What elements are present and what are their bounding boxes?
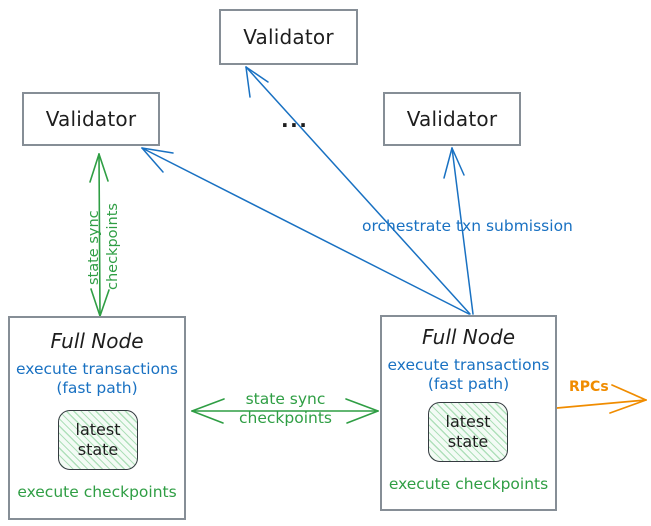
fullnode-right-blue-line-2: (fast path)	[427, 375, 510, 393]
fullnode-right-green-line: execute checkpoints	[388, 475, 549, 493]
fullnode-right-latest-state[interactable]: latest state	[428, 402, 508, 462]
latest-state-line-1: latest	[445, 412, 491, 431]
fullnode-right-blue-line-1: execute transactions	[387, 356, 550, 374]
orchestrate-txn-submission-label: orchestrate txn submission	[362, 217, 573, 235]
state-sync-horizontal-line-1: state sync	[245, 390, 326, 408]
state-sync-vertical-label-line-1: state sync	[86, 210, 102, 285]
fullnode-left-title: Full Node	[50, 329, 144, 353]
validators-ellipsis: ...	[281, 108, 309, 132]
validator-top-label: Validator	[243, 25, 334, 49]
fullnode-left-latest-state[interactable]: latest state	[58, 410, 138, 470]
fullnode-left-box[interactable]: Full Node execute transactions (fast pat…	[8, 316, 186, 520]
fullnode-left-blue-line-1: execute transactions	[15, 360, 179, 378]
fullnode-right-title: Full Node	[421, 325, 516, 349]
state-sync-horizontal-label: state sync checkpoints	[228, 390, 343, 428]
validator-right-label: Validator	[406, 107, 498, 131]
latest-state-line-2: state	[77, 440, 119, 459]
latest-state-line-2: state	[447, 432, 489, 451]
state-sync-horizontal-line-2: checkpoints	[239, 409, 332, 427]
fullnode-right-box[interactable]: Full Node execute transactions (fast pat…	[380, 315, 557, 511]
state-sync-vertical-label-line-2: checkpoints	[105, 203, 121, 290]
validator-right-box[interactable]: Validator	[383, 92, 521, 146]
rpcs-label: RPCs	[569, 379, 609, 395]
latest-state-line-1: latest	[75, 420, 121, 439]
validator-left-box[interactable]: Validator	[22, 92, 160, 146]
fullnode-left-blue-line-2: (fast path)	[56, 379, 138, 397]
validator-top-box[interactable]: Validator	[219, 9, 358, 65]
validator-left-label: Validator	[45, 107, 137, 131]
fullnode-left-green-line: execute checkpoints	[17, 483, 177, 501]
